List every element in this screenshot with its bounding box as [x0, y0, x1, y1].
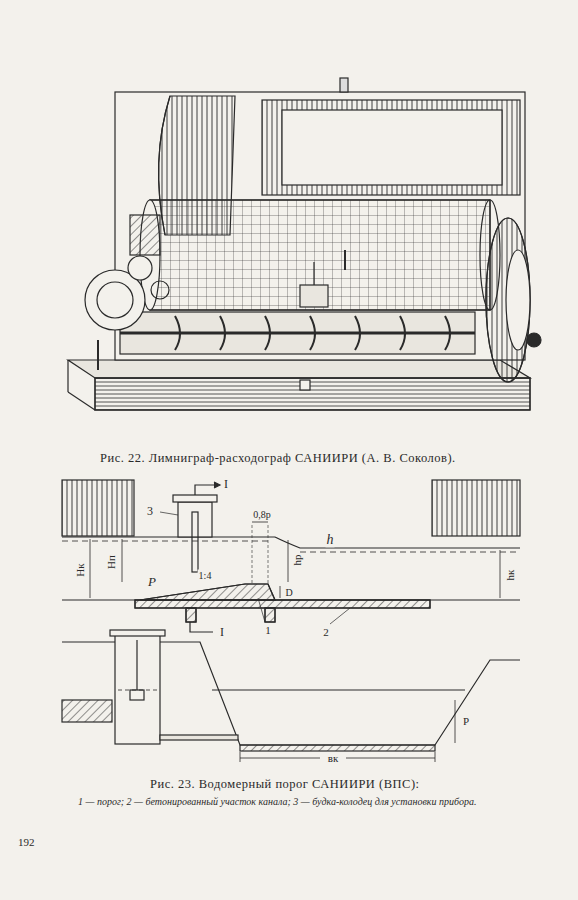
dimension-label: 3: [146, 505, 154, 518]
dimension-label: h: [326, 532, 335, 547]
dimension-label: I: [223, 478, 229, 491]
dimension-label: 192: [18, 836, 35, 848]
figure-caption: Рис. 22. Лимниграф-расходограф САНИИРИ (…: [100, 452, 456, 466]
dimension-label: I: [219, 626, 225, 639]
roller-hook: [265, 316, 270, 350]
dimension-label: Hк: [74, 562, 86, 577]
roller-hook: [220, 316, 225, 350]
roller-hook: [355, 316, 360, 350]
dimension-label: вк: [327, 752, 340, 764]
dimension-label: 1: [264, 624, 272, 636]
roller-hook: [445, 316, 450, 350]
figure-caption: Рис. 23. Водомерный порог САНИИРИ (ВПС):: [150, 778, 420, 792]
dimension-label: hк: [504, 569, 516, 582]
limnigraph-drawing: [68, 78, 541, 410]
dimension-label: D: [284, 587, 293, 598]
dimension-label: Hп: [105, 554, 117, 570]
roller-hook: [175, 316, 180, 350]
dimension-label: P: [147, 575, 157, 589]
dimension-label: 1:4: [198, 570, 213, 581]
roller-hook: [400, 316, 405, 350]
dimension-label: 0,8р: [252, 509, 272, 520]
roller-hook: [310, 316, 315, 350]
weir-section: [62, 480, 520, 632]
dimension-label: 2: [322, 626, 330, 638]
canal-cross-section: [62, 630, 520, 762]
legend-caption: 1 — порог; 2 — бетонированный участок ка…: [78, 796, 518, 807]
dimension-label: P: [462, 715, 470, 727]
dimension-label: hр: [291, 554, 303, 567]
